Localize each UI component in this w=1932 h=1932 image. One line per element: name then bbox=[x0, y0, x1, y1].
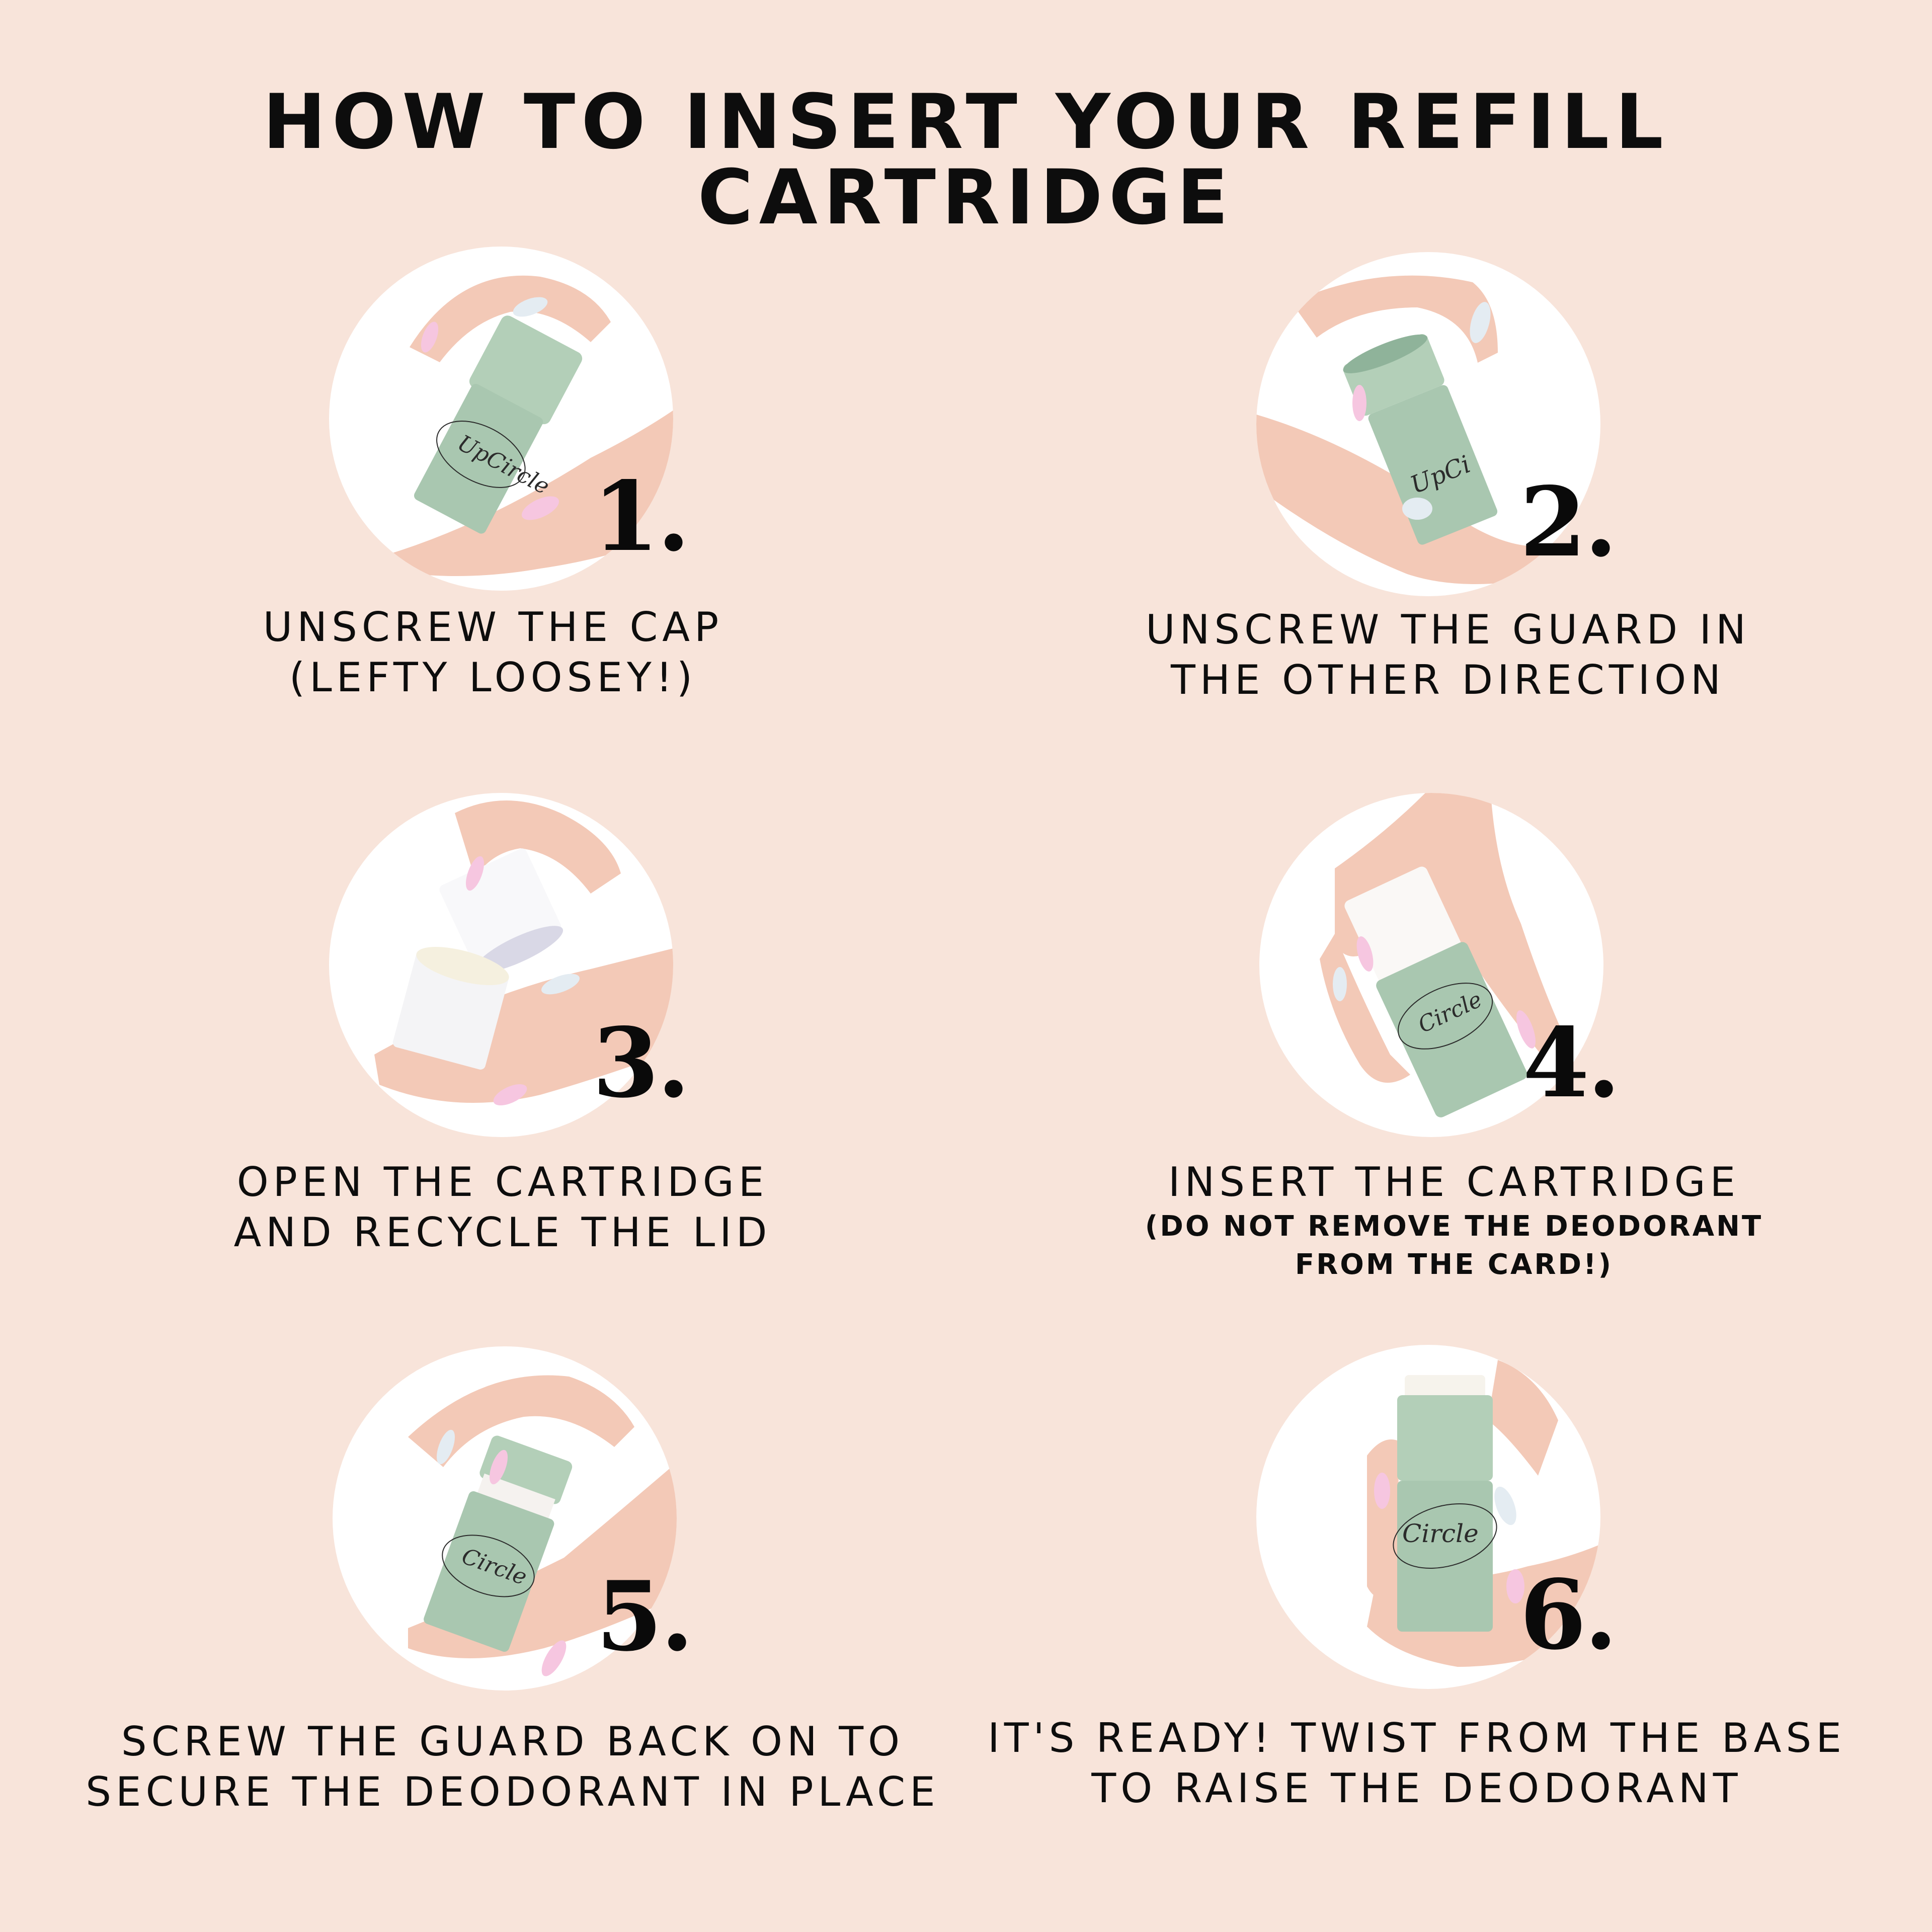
page-title: HOW TO INSERT YOUR REFILL CARTRIDGE bbox=[263, 78, 1669, 242]
step-1-photo: UpCircle 1. bbox=[329, 247, 690, 591]
step-4-number: 4. bbox=[1522, 1007, 1621, 1119]
step-3-caption: OPEN THE CARTRIDGE AND RECYCLE THE LID bbox=[50, 1157, 955, 1258]
step-4-photo: Circle 4. bbox=[1259, 793, 1621, 1137]
step-6-photo: Circle 6. bbox=[1256, 1345, 1618, 1689]
svg-text:Circle: Circle bbox=[1402, 1519, 1479, 1548]
step-3-number: 3. bbox=[592, 1007, 690, 1119]
step-1-caption: UNSCREW THE CAP (LEFTY LOOSEY!) bbox=[40, 602, 946, 703]
step-6-caption: IT'S READY! TWIST FROM THE BASE TO RAISE… bbox=[964, 1713, 1870, 1814]
step-6-caption-line-1: IT'S READY! TWIST FROM THE BASE bbox=[988, 1715, 1846, 1761]
hand-unscrewing-cap-icon: UpCircle bbox=[374, 275, 673, 576]
hand-holding-ready-deodorant-icon: Circle bbox=[1367, 1360, 1600, 1667]
step-3-caption-line-2: AND RECYCLE THE LID bbox=[233, 1209, 772, 1256]
step-4-warning-line-2: FROM THE CARD!) bbox=[1295, 1248, 1614, 1281]
step-5-number: 5. bbox=[596, 1560, 694, 1672]
hand-screwing-guard-icon: Circle bbox=[408, 1375, 677, 1676]
step-3-photo: 3. bbox=[329, 793, 690, 1137]
hand-opening-cartridge-icon bbox=[374, 800, 673, 1106]
step-5-photo: Circle 5. bbox=[333, 1346, 694, 1691]
step-1-number: 1. bbox=[592, 460, 690, 573]
step-2-caption-line-2: THE OTHER DIRECTION bbox=[1170, 657, 1725, 703]
step-4-warning-line-1: (DO NOT REMOVE THE DEODORANT bbox=[1145, 1210, 1763, 1243]
step-2-caption: UNSCREW THE GUARD IN THE OTHER DIRECTION bbox=[995, 605, 1901, 705]
step-4-caption: INSERT THE CARTRIDGE (DO NOT REMOVE THE … bbox=[1001, 1157, 1907, 1284]
step-4-caption-line-1: INSERT THE CARTRIDGE bbox=[1168, 1159, 1740, 1205]
step-3-caption-line-1: OPEN THE CARTRIDGE bbox=[236, 1159, 769, 1205]
step-1-caption-line-2: (LEFTY LOOSEY!) bbox=[289, 654, 697, 701]
step-1-caption-line-1: UNSCREW THE CAP bbox=[263, 604, 723, 651]
step-6-number: 6. bbox=[1519, 1559, 1618, 1671]
step-2-number: 2. bbox=[1519, 466, 1618, 578]
step-5-caption: SCREW THE GUARD BACK ON TO SECURE THE DE… bbox=[60, 1717, 965, 1817]
step-6-caption-line-2: TO RAISE THE DEODORANT bbox=[1091, 1765, 1742, 1812]
step-2-caption-line-1: UNSCREW THE GUARD IN bbox=[1145, 606, 1751, 653]
step-5-caption-line-2: SECURE THE DEODORANT IN PLACE bbox=[86, 1768, 940, 1815]
step-5-caption-line-1: SCREW THE GUARD BACK ON TO bbox=[121, 1718, 905, 1765]
step-2-photo: UpCi 2. bbox=[1256, 252, 1618, 596]
hand-unscrewing-guard-icon: UpCi bbox=[1256, 275, 1558, 584]
hand-inserting-cartridge-icon: Circle bbox=[1320, 793, 1561, 1117]
